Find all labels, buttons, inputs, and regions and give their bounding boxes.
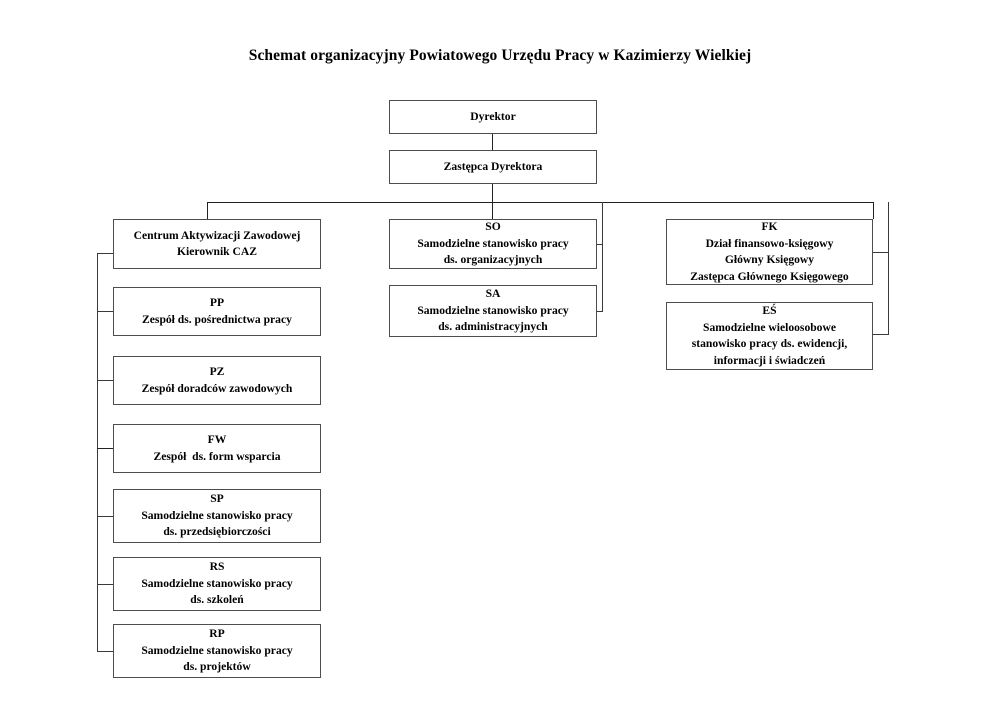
connector-zastepca-bus [492, 183, 493, 203]
node-dyrektor[interactable]: Dyrektor [389, 100, 597, 134]
connector-dyrektor-zastepca [492, 133, 493, 150]
connector-stub-fk [873, 252, 889, 253]
node-line: Dział finansowo-księgowy [705, 236, 834, 250]
node-line: Zastępca Głównego Księgowego [690, 269, 849, 283]
node-line: ds. organizacyjnych [443, 253, 543, 267]
connector-stub-sa [597, 311, 603, 312]
node-line: ds. administracyjnych [438, 320, 548, 334]
node-line: Samodzielne wieloosobowe [703, 320, 836, 334]
node-pz[interactable]: PZ Zespół doradców zawodowych [113, 356, 321, 405]
connector-stub-rs [97, 584, 113, 585]
node-line: Zespół doradców zawodowych [141, 381, 293, 395]
node-line: Główny Księgowy [724, 253, 815, 266]
node-line: Samodzielne stanowisko pracy [141, 643, 293, 657]
connector-stub-rp [97, 651, 113, 652]
connector-stub-fw [97, 448, 113, 449]
connector-main-bus [207, 202, 874, 203]
connector-bus-to-caz [207, 202, 208, 220]
node-fw[interactable]: FW Zespół ds. form wsparcia [113, 424, 321, 473]
node-zastepca-dyrektora[interactable]: Zastępca Dyrektora [389, 150, 597, 184]
node-line: Centrum Aktywizacji Zawodowej [133, 228, 301, 242]
connector-stub-pz [97, 380, 113, 381]
node-line: Samodzielne stanowisko pracy [417, 236, 569, 250]
node-line: stanowisko pracy ds. ewidencji, [691, 337, 848, 350]
node-line: SP [210, 492, 224, 506]
connector-bus-to-so [492, 202, 493, 220]
node-line: PZ [209, 365, 225, 378]
connector-stub-caz [97, 253, 113, 254]
node-rp[interactable]: RP Samodzielne stanowisko pracy ds. proj… [113, 624, 321, 678]
node-line: FK [761, 220, 778, 233]
connector-middle-rail [602, 202, 603, 312]
node-line: FW [207, 433, 227, 446]
connector-left-rail [97, 253, 98, 651]
node-line: ds. szkoleń [190, 593, 244, 607]
node-fk[interactable]: FK Dział finansowo-księgowy Główny Księg… [666, 219, 873, 285]
node-sp[interactable]: SP Samodzielne stanowisko pracy ds. prze… [113, 489, 321, 543]
connector-stub-so [597, 244, 603, 245]
connector-stub-es [873, 334, 889, 335]
node-line: EŚ [762, 304, 777, 317]
node-es[interactable]: EŚ Samodzielne wieloosobowe stanowisko p… [666, 302, 873, 370]
connector-stub-sp [97, 516, 113, 517]
node-line: Dyrektor [470, 109, 516, 123]
node-line: SO [485, 220, 501, 234]
node-caz[interactable]: Centrum Aktywizacji Zawodowej Kierownik … [113, 219, 321, 269]
node-line: RP [209, 627, 225, 641]
node-line: informacji i świadczeń [713, 353, 826, 367]
node-line: SA [485, 287, 501, 301]
node-line: RS [209, 560, 225, 574]
node-sa[interactable]: SA Samodzielne stanowisko pracy ds. admi… [389, 285, 597, 337]
node-so[interactable]: SO Samodzielne stanowisko pracy ds. orga… [389, 219, 597, 269]
node-line: PP [209, 296, 225, 309]
node-line: Zespół ds. form wsparcia [153, 449, 281, 463]
node-line: Zastępca Dyrektora [443, 159, 543, 173]
connector-bus-to-right-rail [873, 202, 874, 219]
connector-right-rail [888, 202, 889, 334]
node-line: Samodzielne stanowisko pracy [417, 303, 569, 317]
node-line: Zespół ds. pośrednictwa pracy [142, 312, 292, 326]
node-line: ds. projektów [183, 660, 251, 674]
page-title: Schemat organizacyjny Powiatowego Urzędu… [248, 47, 752, 64]
node-line: ds. przedsiębiorczości [163, 525, 271, 539]
node-line: Samodzielne stanowisko pracy [141, 508, 293, 522]
node-line: Kierownik CAZ [177, 245, 257, 258]
node-rs[interactable]: RS Samodzielne stanowisko pracy ds. szko… [113, 557, 321, 611]
node-line: Samodzielne stanowisko pracy [141, 576, 293, 590]
node-pp[interactable]: PP Zespół ds. pośrednictwa pracy [113, 287, 321, 336]
connector-stub-pp [97, 311, 113, 312]
